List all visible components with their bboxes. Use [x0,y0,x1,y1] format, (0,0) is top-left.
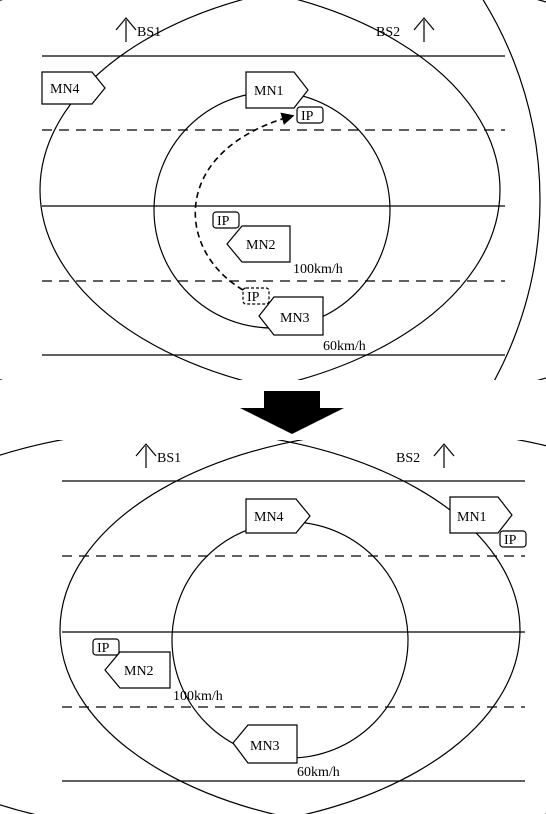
mn1-label: MN1 [457,510,487,525]
mn4-label: MN4 [254,510,284,525]
mn3-old-ip-label: IP [247,290,260,305]
mn2-ip-badge [92,638,120,656]
mn1-vehicle [449,496,513,534]
overlap-circle [153,91,391,329]
mn3-old-ip-badge [242,287,270,305]
mn4-label: MN4 [50,82,80,97]
bs1-label: BS1 [157,451,181,466]
bs1-coverage-circle [0,440,521,814]
bs2-label: BS2 [376,25,400,40]
mn2-speed-label: 100km/h [173,689,223,704]
bs2-coverage-circle [59,440,546,814]
bs2-antenna-icon [433,443,455,468]
overlap-circle [171,521,409,759]
mn1-label: MN1 [254,84,284,99]
bs2-label: BS2 [396,451,420,466]
mn1-vehicle [245,71,309,109]
mn2-vehicle [104,651,171,689]
mn1-ip-badge [296,106,324,124]
mn3-vehicle [232,724,298,764]
transition-down-arrow [240,391,344,434]
mn3-speed-label: 60km/h [297,765,340,780]
mn2-ip-label: IP [217,214,230,229]
mn1-ip-badge [499,530,527,548]
mn3-label: MN3 [250,739,280,754]
mn4-vehicle [245,498,311,534]
bs1-antenna-icon [135,443,157,468]
mn2-ip-badge [212,211,240,229]
mn2-speed-label: 100km/h [293,262,343,277]
bs1-coverage-circle [0,0,501,380]
bs2-coverage-circle [39,0,546,380]
mn3-label: MN3 [280,311,310,326]
mn4-vehicle [41,71,106,105]
ip-handover-arrow [194,112,295,291]
mn1-ip-label: IP [301,109,314,124]
mn1-ip-label: IP [504,533,517,548]
mn2-ip-label: IP [97,641,110,656]
bs1-antenna-icon [115,17,137,42]
mn3-speed-label: 60km/h [323,339,366,354]
mn2-label: MN2 [246,238,276,253]
mn3-vehicle [258,296,324,336]
bs1-coverage-circle [482,0,541,380]
mn2-label: MN2 [124,664,154,679]
bottom-panel: BS1 BS2 MN4 MN1 IP IP MN2 100km/h MN3 60… [0,440,546,814]
mn2-vehicle [226,225,291,263]
bs1-label: BS1 [137,25,161,40]
top-panel: BS1 BS2 MN4 MN1 IP IP MN2 100km/h IP MN3… [0,0,546,380]
bs2-antenna-icon [413,17,435,42]
